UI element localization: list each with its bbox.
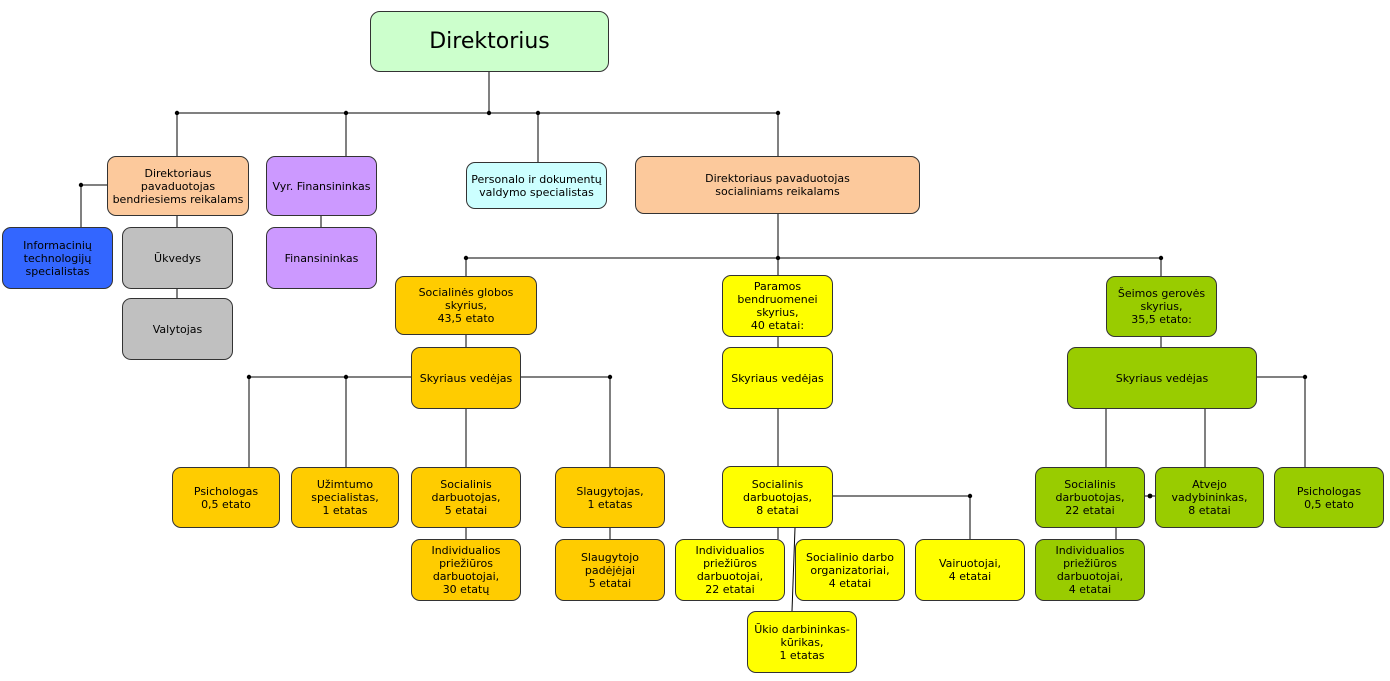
node-sp-drivers: Vairuotojai, 4 etatai [915,539,1025,601]
node-it-specialist: Informacinių technologijų specialistas [2,227,113,289]
node-fw-psychologist: Psichologas 0,5 etato [1274,467,1384,528]
node-sc-psychologist: Psichologas 0,5 etato [172,467,280,528]
node-fw-social-worker: Socialinis darbuotojas, 22 etatai [1035,467,1145,528]
node-director: Direktorius [370,11,609,72]
node-sc-nurse-assistant: Slaugytojo padėjėjai 5 etatai [555,539,665,601]
node-head-social-care: Skyriaus vedėjas [411,347,521,409]
node-sc-employment: Užimtumo specialistas, 1 etatas [291,467,399,528]
node-sp-care-workers: Individualios priežiūros darbuotojai, 22… [675,539,785,601]
node-head-support: Skyriaus vedėjas [722,347,833,409]
node-head-family: Skyriaus vedėjas [1067,347,1257,409]
node-sc-social-worker: Socialinis darbuotojas, 5 etatai [411,467,521,528]
node-deputy-social: Direktoriaus pavaduotojas socialiniams r… [635,156,920,214]
node-dept-support: Paramos bendruomenei skyrius, 40 etatai: [722,275,833,337]
node-dept-family: Šeimos gerovės skyrius, 35,5 etato: [1106,276,1217,337]
node-sc-nurse: Slaugytojas, 1 etatas [555,467,665,528]
node-chief-finance: Vyr. Finansininkas [266,156,377,216]
node-personnel-specialist: Personalo ir dokumentų valdymo specialis… [466,162,607,209]
node-sc-care-workers: Individualios priežiūros darbuotojai, 30… [411,539,521,601]
node-fw-case-managers: Atvejo vadybininkas, 8 etatai [1155,467,1264,528]
node-dept-social-care: Socialinės globos skyrius, 43,5 etato [395,276,537,335]
node-finansininkas: Finansininkas [266,227,377,289]
node-ukvedys: Ūkvedys [122,227,233,289]
node-valytojas: Valytojas [122,298,233,360]
node-sp-organizers: Socialinio darbo organizatoriai, 4 etata… [795,539,905,601]
node-sp-handyman: Ūkio darbininkas- kūrikas, 1 etatas [747,611,857,673]
node-deputy-general: Direktoriaus pavaduotojas bendriesiems r… [107,156,249,216]
node-fw-care-workers: Individualios priežiūros darbuotojai, 4 … [1035,539,1145,601]
node-sp-social-worker: Socialinis darbuotojas, 8 etatai [722,466,833,528]
